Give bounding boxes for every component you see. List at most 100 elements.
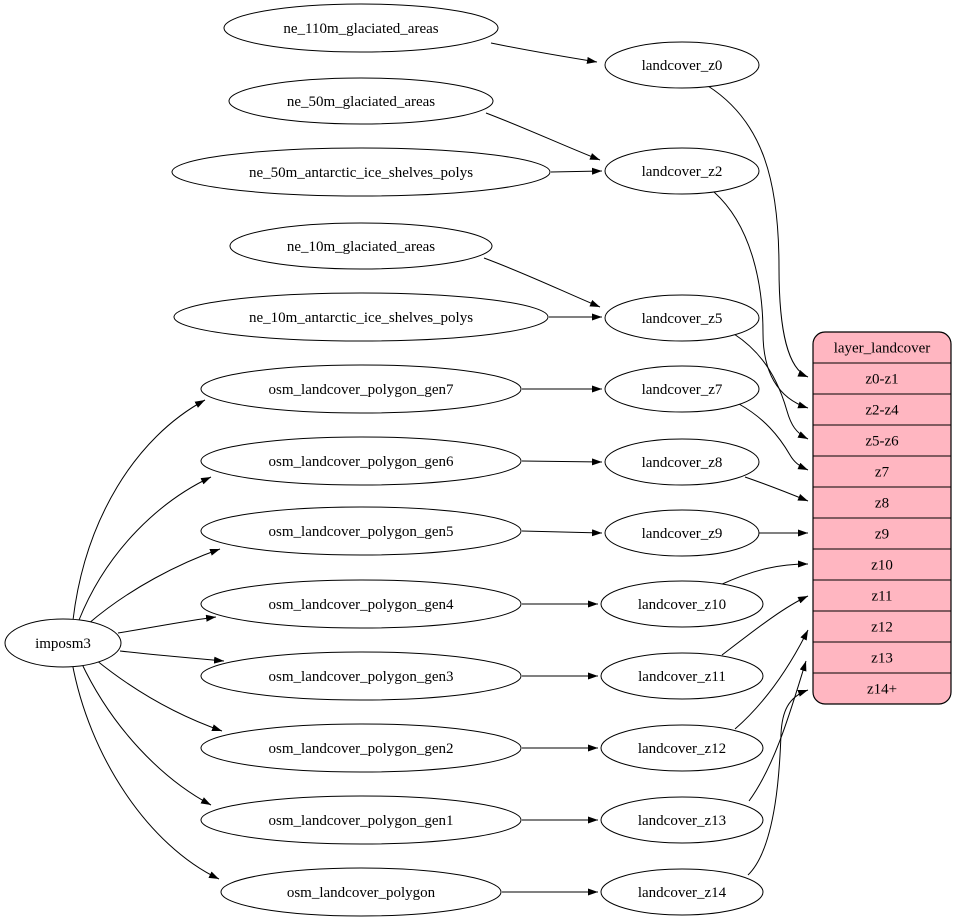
edge-ne-50m-antarctic-ice-shelves-polys-to-landcover-z2: [550, 167, 603, 175]
node-ellipse-landcover-z9: [604, 509, 760, 557]
edge-osm-landcover-polygon-gen5-to-landcover-z9: [521, 529, 603, 537]
edge-landcover-z5-to-layer-landcover-z5-z6: [733, 333, 809, 440]
record-row-z7: z7: [875, 465, 890, 481]
node-ellipse-osm-landcover-polygon-gen2: [200, 723, 522, 773]
node-label-osm-landcover-polygon-gen1: osm_landcover_polygon_gen1: [269, 813, 454, 829]
node-landcover-z0: landcover_z0: [604, 41, 760, 89]
node-ellipse-landcover-z8: [604, 438, 760, 486]
edge-imposm3-to-osm-landcover-polygon-gen7: [72, 399, 206, 621]
edge-imposm3-to-osm-landcover-polygon-gen1: [80, 661, 212, 806]
node-label-landcover-z12: landcover_z12: [638, 741, 726, 757]
edge-landcover-z14-to-layer-landcover-z14: [747, 689, 809, 876]
node-osm-landcover-polygon-gen2: osm_landcover_polygon_gen2: [200, 723, 522, 773]
record-row-z10: z10: [871, 558, 893, 574]
edge-landcover-z13-to-layer-landcover-z13: [748, 660, 807, 802]
node-osm-landcover-polygon-gen6: osm_landcover_polygon_gen6: [200, 436, 522, 486]
node-label-landcover-z0: landcover_z0: [642, 58, 723, 74]
node-ellipse-ne-10m-glaciated-areas: [229, 222, 493, 270]
node-landcover-z13: landcover_z13: [600, 796, 764, 844]
node-ellipse-landcover-z0: [604, 41, 760, 89]
node-label-landcover-z2: landcover_z2: [642, 164, 723, 180]
edge-imposm3-to-osm-landcover-polygon-gen5: [87, 548, 221, 625]
edge-osm-landcover-polygon-gen6-to-landcover-z8: [521, 458, 603, 466]
node-label-osm-landcover-polygon-gen2: osm_landcover_polygon_gen2: [269, 741, 454, 757]
node-label-imposm3: imposm3: [35, 636, 91, 652]
node-landcover-z14: landcover_z14: [600, 868, 764, 916]
edge-ne-50m-glaciated-areas-to-landcover-z2: [485, 112, 601, 161]
node-label-osm-landcover-polygon-gen7: osm_landcover_polygon_gen7: [269, 382, 454, 398]
node-label-landcover-z14: landcover_z14: [638, 885, 727, 901]
node-label-ne-50m-glaciated-areas: ne_50m_glaciated_areas: [287, 94, 435, 110]
node-ne-10m-glaciated-areas: ne_10m_glaciated_areas: [229, 222, 493, 270]
node-label-osm-landcover-polygon-gen4: osm_landcover_polygon_gen4: [269, 597, 454, 613]
edge-landcover-z11-to-layer-landcover-z11: [721, 595, 809, 656]
node-osm-landcover-polygon-gen7: osm_landcover_polygon_gen7: [200, 364, 522, 414]
node-label-osm-landcover-polygon-gen6: osm_landcover_polygon_gen6: [269, 454, 454, 470]
record-row-z9: z9: [875, 527, 889, 543]
node-landcover-z7: landcover_z7: [604, 365, 760, 413]
edge-imposm3-to-osm-landcover-polygon: [71, 661, 220, 880]
node-ellipse-landcover-z14: [600, 868, 764, 916]
node-ellipse-osm-landcover-polygon-gen7: [200, 364, 522, 414]
record-row-z13: z13: [871, 651, 893, 667]
node-landcover-z11: landcover_z11: [600, 652, 764, 700]
edge-ne-10m-glaciated-areas-to-landcover-z5: [483, 257, 601, 308]
edge-ne-110m-glaciated-areas-to-landcover-z0: [490, 42, 598, 64]
node-landcover-z2: landcover_z2: [604, 147, 760, 195]
edge-imposm3-to-osm-landcover-polygon-gen2: [95, 659, 223, 732]
node-label-ne-10m-glaciated-areas: ne_10m_glaciated_areas: [287, 239, 435, 255]
node-label-landcover-z7: landcover_z7: [642, 382, 723, 398]
node-ellipse-ne-10m-antarctic-ice-shelves-polys: [173, 292, 549, 342]
node-ellipse-imposm3: [4, 618, 122, 668]
node-ellipse-osm-landcover-polygon-gen4: [200, 579, 522, 629]
record-row-z14plus: z14+: [867, 682, 897, 698]
edge-landcover-z0-to-layer-landcover-z0-z1: [707, 85, 809, 378]
node-ellipse-landcover-z12: [600, 724, 764, 772]
node-label-ne-110m-glaciated-areas: ne_110m_glaciated_areas: [283, 21, 438, 37]
node-label-osm-landcover-polygon-gen5: osm_landcover_polygon_gen5: [269, 524, 454, 540]
node-ellipse-ne-110m-glaciated-areas: [223, 3, 499, 53]
node-ne-10m-antarctic-ice-shelves-polys: ne_10m_antarctic_ice_shelves_polys: [173, 292, 549, 342]
node-label-landcover-z8: landcover_z8: [642, 455, 723, 471]
node-label-landcover-z9: landcover_z9: [642, 526, 723, 542]
node-label-osm-landcover-polygon: osm_landcover_polygon: [287, 885, 436, 901]
node-label-landcover-z10: landcover_z10: [638, 597, 726, 613]
node-ellipse-osm-landcover-polygon-gen6: [200, 436, 522, 486]
node-label-ne-50m-antarctic-ice-shelves-polys: ne_50m_antarctic_ice_shelves_polys: [249, 165, 473, 181]
node-ellipse-ne-50m-glaciated-areas: [228, 77, 494, 125]
node-ellipse-osm-landcover-polygon-gen1: [200, 795, 522, 845]
node-imposm3: imposm3: [4, 618, 122, 668]
record-row-z11: z11: [871, 589, 892, 605]
edge-landcover-z7-to-layer-landcover-z7: [738, 403, 809, 471]
node-landcover-z12: landcover_z12: [600, 724, 764, 772]
record-node-layer-landcover: layer_landcoverz0-z1z2-z4z5-z6z7z8z9z10z…: [812, 331, 952, 705]
edge-imposm3-to-osm-landcover-polygon-gen4: [117, 614, 217, 634]
node-landcover-z8: landcover_z8: [604, 438, 760, 486]
node-label-landcover-z11: landcover_z11: [638, 669, 726, 685]
node-osm-landcover-polygon-gen1: osm_landcover_polygon_gen1: [200, 795, 522, 845]
node-label-landcover-z13: landcover_z13: [638, 813, 726, 829]
node-osm-landcover-polygon: osm_landcover_polygon: [220, 867, 502, 917]
node-landcover-z5: landcover_z5: [604, 294, 760, 342]
node-ellipse-landcover-z13: [600, 796, 764, 844]
node-ellipse-osm-landcover-polygon: [220, 867, 502, 917]
record-row-z5-z6: z5-z6: [865, 434, 899, 450]
node-ellipse-landcover-z10: [600, 580, 764, 628]
node-ellipse-osm-landcover-polygon-gen3: [200, 651, 522, 701]
edge-imposm3-to-osm-landcover-polygon-gen6: [78, 476, 212, 621]
node-ellipse-landcover-z5: [604, 294, 760, 342]
node-ne-50m-antarctic-ice-shelves-polys: ne_50m_antarctic_ice_shelves_polys: [171, 147, 551, 197]
record-row-z0-z1: z0-z1: [865, 372, 898, 388]
node-ellipse-landcover-z7: [604, 365, 760, 413]
node-label-landcover-z5: landcover_z5: [642, 311, 723, 327]
node-ne-110m-glaciated-areas: ne_110m_glaciated_areas: [223, 3, 499, 53]
node-ellipse-ne-50m-antarctic-ice-shelves-polys: [171, 147, 551, 197]
node-osm-landcover-polygon-gen4: osm_landcover_polygon_gen4: [200, 579, 522, 629]
node-ellipse-landcover-z2: [604, 147, 760, 195]
edge-landcover-z12-to-layer-landcover-z12: [734, 629, 809, 730]
node-landcover-z10: landcover_z10: [600, 580, 764, 628]
node-label-osm-landcover-polygon-gen3: osm_landcover_polygon_gen3: [269, 669, 454, 685]
edge-landcover-z8-to-layer-landcover-z8: [744, 476, 809, 502]
node-ne-50m-glaciated-areas: ne_50m_glaciated_areas: [228, 77, 494, 125]
